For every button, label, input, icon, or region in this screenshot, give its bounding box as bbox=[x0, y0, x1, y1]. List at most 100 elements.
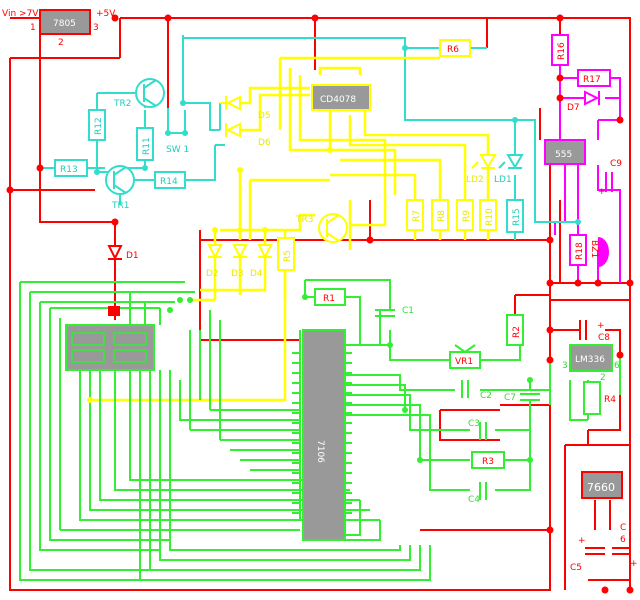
bz1-label: BZ1 bbox=[589, 240, 599, 258]
diode-d3 bbox=[232, 244, 248, 260]
c5-label: C5 bbox=[570, 563, 582, 573]
7660-label: 7660 bbox=[587, 481, 615, 494]
ref-pin2: 2 bbox=[600, 373, 606, 383]
svg-text:R18: R18 bbox=[575, 242, 585, 260]
c3-label: C3 bbox=[468, 419, 480, 429]
transistor-tr3 bbox=[318, 213, 348, 243]
resistor-r11: R11 bbox=[136, 127, 154, 161]
svg-text:R6: R6 bbox=[447, 45, 459, 55]
regulator-7805: 7805 bbox=[39, 9, 91, 35]
capacitor-c6 bbox=[612, 547, 630, 555]
resistor-r12: R12 bbox=[88, 109, 106, 141]
tr1-label: TR1 bbox=[111, 201, 129, 211]
c1-label: C1 bbox=[402, 306, 414, 316]
c7-label: C7 bbox=[504, 393, 516, 403]
vin-label: Vin >7V bbox=[2, 9, 39, 19]
control-wires bbox=[40, 35, 578, 240]
ref-label: LM336 bbox=[575, 355, 605, 365]
capacitor-c4 bbox=[479, 482, 487, 500]
svg-text:R15: R15 bbox=[512, 208, 522, 226]
c6-label-c: C bbox=[620, 523, 626, 533]
resistor-r13: R13 bbox=[54, 159, 88, 177]
regulator-label: 7805 bbox=[53, 19, 76, 29]
c2-label: C2 bbox=[480, 391, 492, 401]
d1-label: D1 bbox=[126, 251, 139, 261]
transistor-tr1 bbox=[105, 165, 135, 195]
resistor-r16: R16 bbox=[551, 34, 569, 66]
resistor-r8: R8 bbox=[431, 199, 449, 231]
resistor-r15: R15 bbox=[506, 199, 524, 233]
cd4078-label: CD4078 bbox=[320, 95, 356, 105]
svg-text:R2: R2 bbox=[512, 326, 522, 338]
junction-dots-green bbox=[167, 294, 533, 463]
svg-text:R5: R5 bbox=[283, 250, 293, 262]
c5-plus: + bbox=[578, 536, 586, 546]
resistor-r3: R3 bbox=[471, 451, 505, 469]
svg-text:R1: R1 bbox=[323, 294, 335, 304]
diode-d7 bbox=[584, 90, 600, 106]
svg-text:R8: R8 bbox=[437, 210, 447, 222]
diode-d6 bbox=[225, 122, 241, 138]
led-ld2 bbox=[471, 154, 497, 169]
c4-label: C4 bbox=[468, 495, 480, 505]
svg-text:R17: R17 bbox=[583, 75, 601, 85]
diode-d1 bbox=[107, 245, 123, 261]
d2-label: D2 bbox=[206, 269, 219, 279]
adc-label: 7106 bbox=[315, 440, 325, 463]
svg-text:R9: R9 bbox=[462, 210, 472, 222]
resistor-r18: R18 bbox=[569, 234, 587, 266]
reg-pin2: 2 bbox=[58, 38, 64, 48]
svg-text:R14: R14 bbox=[160, 177, 178, 187]
resistor-r2: R2 bbox=[506, 314, 524, 346]
resistor-r6: R6 bbox=[439, 39, 471, 57]
d4-label: D4 bbox=[250, 269, 263, 279]
c8-label: C8 bbox=[598, 333, 610, 343]
ld2-label: LD2 bbox=[466, 175, 484, 185]
resistor-r5: R5 bbox=[277, 237, 295, 271]
ref-pin6: 6 bbox=[614, 361, 620, 371]
capacitor-c2 bbox=[461, 380, 469, 398]
svg-text:R3: R3 bbox=[482, 457, 494, 467]
vout-label: +5V bbox=[96, 9, 116, 19]
potentiometer-vr1: VR1 bbox=[449, 344, 481, 369]
c9-plus: + bbox=[598, 187, 606, 197]
buzzer-bz1 bbox=[597, 237, 609, 267]
svg-text:R7: R7 bbox=[412, 210, 422, 222]
c6-plus: + bbox=[630, 559, 638, 569]
switch-sw1 bbox=[165, 130, 188, 136]
chip-ref: LM336 bbox=[569, 344, 613, 372]
resistor-r7: R7 bbox=[406, 199, 424, 231]
resistor-r14: R14 bbox=[154, 171, 186, 189]
capacitor-c7 bbox=[520, 393, 540, 401]
led-ld1 bbox=[498, 154, 524, 169]
tr2-label: TR2 bbox=[113, 99, 131, 109]
d7-label: D7 bbox=[567, 103, 580, 113]
resistor-r4 bbox=[583, 381, 601, 415]
lcd-display bbox=[65, 306, 155, 371]
resistor-r1: R1 bbox=[314, 288, 346, 306]
resistor-r9: R9 bbox=[456, 199, 474, 231]
resistor-r10: R10 bbox=[479, 199, 497, 231]
d5-label: D5 bbox=[258, 111, 271, 121]
c8-plus: + bbox=[597, 321, 605, 331]
junction-dots-yellow bbox=[87, 147, 333, 403]
capacitor-c9 bbox=[605, 172, 613, 192]
diode-d4 bbox=[257, 244, 273, 260]
capacitor-c1 bbox=[375, 309, 395, 317]
c6-label: 6 bbox=[620, 535, 626, 545]
chip-7660: 7660 bbox=[581, 471, 623, 499]
capacitor-c3 bbox=[479, 422, 487, 440]
ref-pin3: 3 bbox=[562, 361, 568, 371]
chip-555: 555 bbox=[544, 139, 586, 165]
transistor-tr2 bbox=[135, 78, 165, 108]
diode-d5 bbox=[220, 95, 241, 111]
junction-dots-cyan bbox=[94, 45, 581, 225]
sw1-label: SW 1 bbox=[166, 145, 189, 155]
svg-text:R12: R12 bbox=[94, 117, 104, 135]
c9-label: C9 bbox=[610, 159, 622, 169]
reg-pin1: 1 bbox=[30, 23, 36, 33]
junction-dots bbox=[6, 14, 634, 594]
resistor-r17: R17 bbox=[577, 69, 611, 87]
